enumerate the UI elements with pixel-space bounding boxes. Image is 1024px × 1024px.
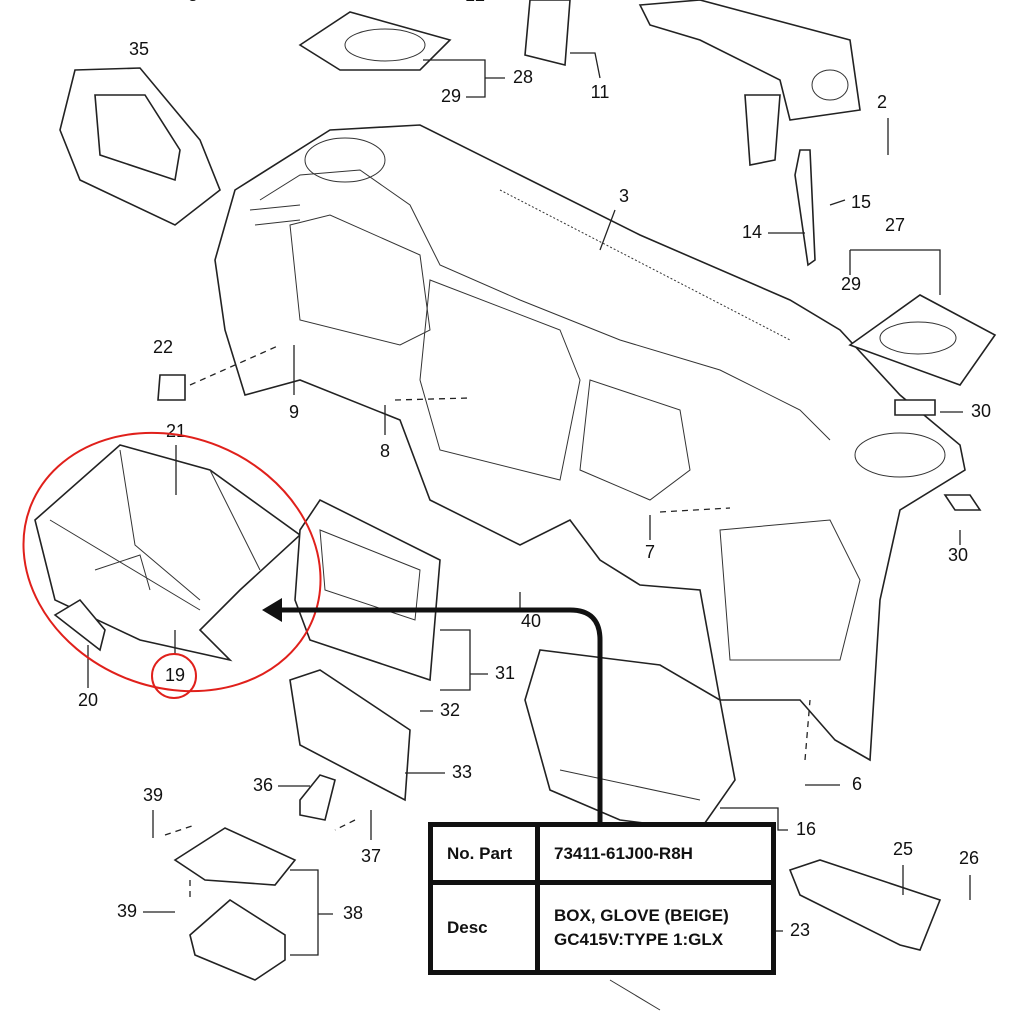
part-number-label: No. Part bbox=[433, 827, 540, 885]
callout-14: 14 bbox=[742, 222, 762, 242]
part-20-latch bbox=[53, 598, 106, 652]
callout-37: 37 bbox=[361, 846, 381, 866]
callout-16: 16 bbox=[796, 819, 816, 839]
part-info-table: No. Part 73411-61J00-R8H Desc BOX, GLOVE… bbox=[428, 822, 776, 975]
part-22-clip bbox=[157, 374, 186, 401]
callout-36: 36 bbox=[253, 775, 273, 795]
callout-23: 23 bbox=[790, 920, 810, 940]
callout-9: 9 bbox=[289, 402, 299, 422]
dashed-leader-22 bbox=[189, 344, 281, 386]
dashed-leader-7 bbox=[659, 507, 731, 513]
callout-3: 3 bbox=[619, 186, 629, 206]
part-30-pad-a bbox=[894, 399, 936, 416]
part-28-pad bbox=[298, 11, 452, 71]
description-line-1: BOX, GLOVE (BEIGE) bbox=[554, 905, 729, 925]
dashed-leader-37 bbox=[334, 819, 356, 831]
callout-33: 33 bbox=[452, 762, 472, 782]
callout-12: 12 bbox=[465, 0, 485, 5]
part-33-panel bbox=[289, 669, 411, 802]
highlight-circle-19 bbox=[151, 653, 197, 699]
callout-19: 19 bbox=[165, 665, 185, 685]
callout-39b: 39 bbox=[117, 901, 137, 921]
callout-21: 21 bbox=[166, 421, 186, 441]
description-value: BOX, GLOVE (BEIGE) GC415V:TYPE 1:GLX bbox=[540, 885, 771, 970]
part-11-bracket bbox=[524, 0, 571, 67]
callout-26: 26 bbox=[959, 848, 979, 868]
callout-7: 7 bbox=[645, 542, 655, 562]
bracket-assembly bbox=[638, 0, 861, 267]
callout-11: 11 bbox=[591, 82, 610, 102]
callout-32: 32 bbox=[440, 700, 460, 720]
callout-22: 22 bbox=[153, 337, 173, 357]
description-label: Desc bbox=[433, 885, 540, 970]
callout-40: 40 bbox=[521, 611, 541, 631]
part-27-pad bbox=[848, 294, 997, 386]
dashboard-panel-3 bbox=[214, 124, 966, 762]
part-30-pad-b bbox=[943, 494, 982, 511]
arrow-head-icon bbox=[262, 598, 282, 622]
part-number-value: 73411-61J00-R8H bbox=[540, 827, 771, 885]
callout-6: 6 bbox=[852, 774, 862, 794]
callout-31: 31 bbox=[495, 663, 515, 683]
description-line-2: GC415V:TYPE 1:GLX bbox=[554, 929, 724, 949]
callout-30b: 30 bbox=[948, 545, 968, 565]
callout-28: 28 bbox=[513, 67, 533, 87]
dashed-leader-8 bbox=[394, 397, 471, 401]
callout-5: 5 bbox=[188, 0, 198, 5]
callout-8: 8 bbox=[380, 441, 390, 461]
callout-25: 25 bbox=[893, 839, 913, 859]
part-38-pocket bbox=[173, 827, 297, 886]
part-38-box bbox=[189, 899, 286, 981]
callout-2: 2 bbox=[877, 92, 887, 112]
pointer-arrow bbox=[278, 607, 603, 822]
dashed-leader-39 bbox=[164, 824, 196, 900]
callout-39a: 39 bbox=[143, 785, 163, 805]
callout-38: 38 bbox=[343, 903, 363, 923]
callout-29b: 29 bbox=[841, 274, 861, 294]
callout-29: 29 bbox=[441, 86, 461, 106]
part-16-cover bbox=[524, 649, 736, 831]
callout-27: 27 bbox=[885, 215, 905, 235]
callout-30a: 30 bbox=[971, 401, 991, 421]
highlight-ellipse bbox=[22, 431, 322, 693]
part-35-bezel bbox=[59, 67, 221, 226]
callout-15: 15 bbox=[851, 192, 871, 212]
part-31-bezel bbox=[294, 498, 441, 682]
callout-35: 35 bbox=[129, 39, 149, 59]
leader-lines bbox=[87, 52, 971, 956]
callout-20: 20 bbox=[78, 690, 98, 710]
part-36-bracket bbox=[299, 774, 336, 821]
part-25-tray bbox=[788, 859, 942, 951]
